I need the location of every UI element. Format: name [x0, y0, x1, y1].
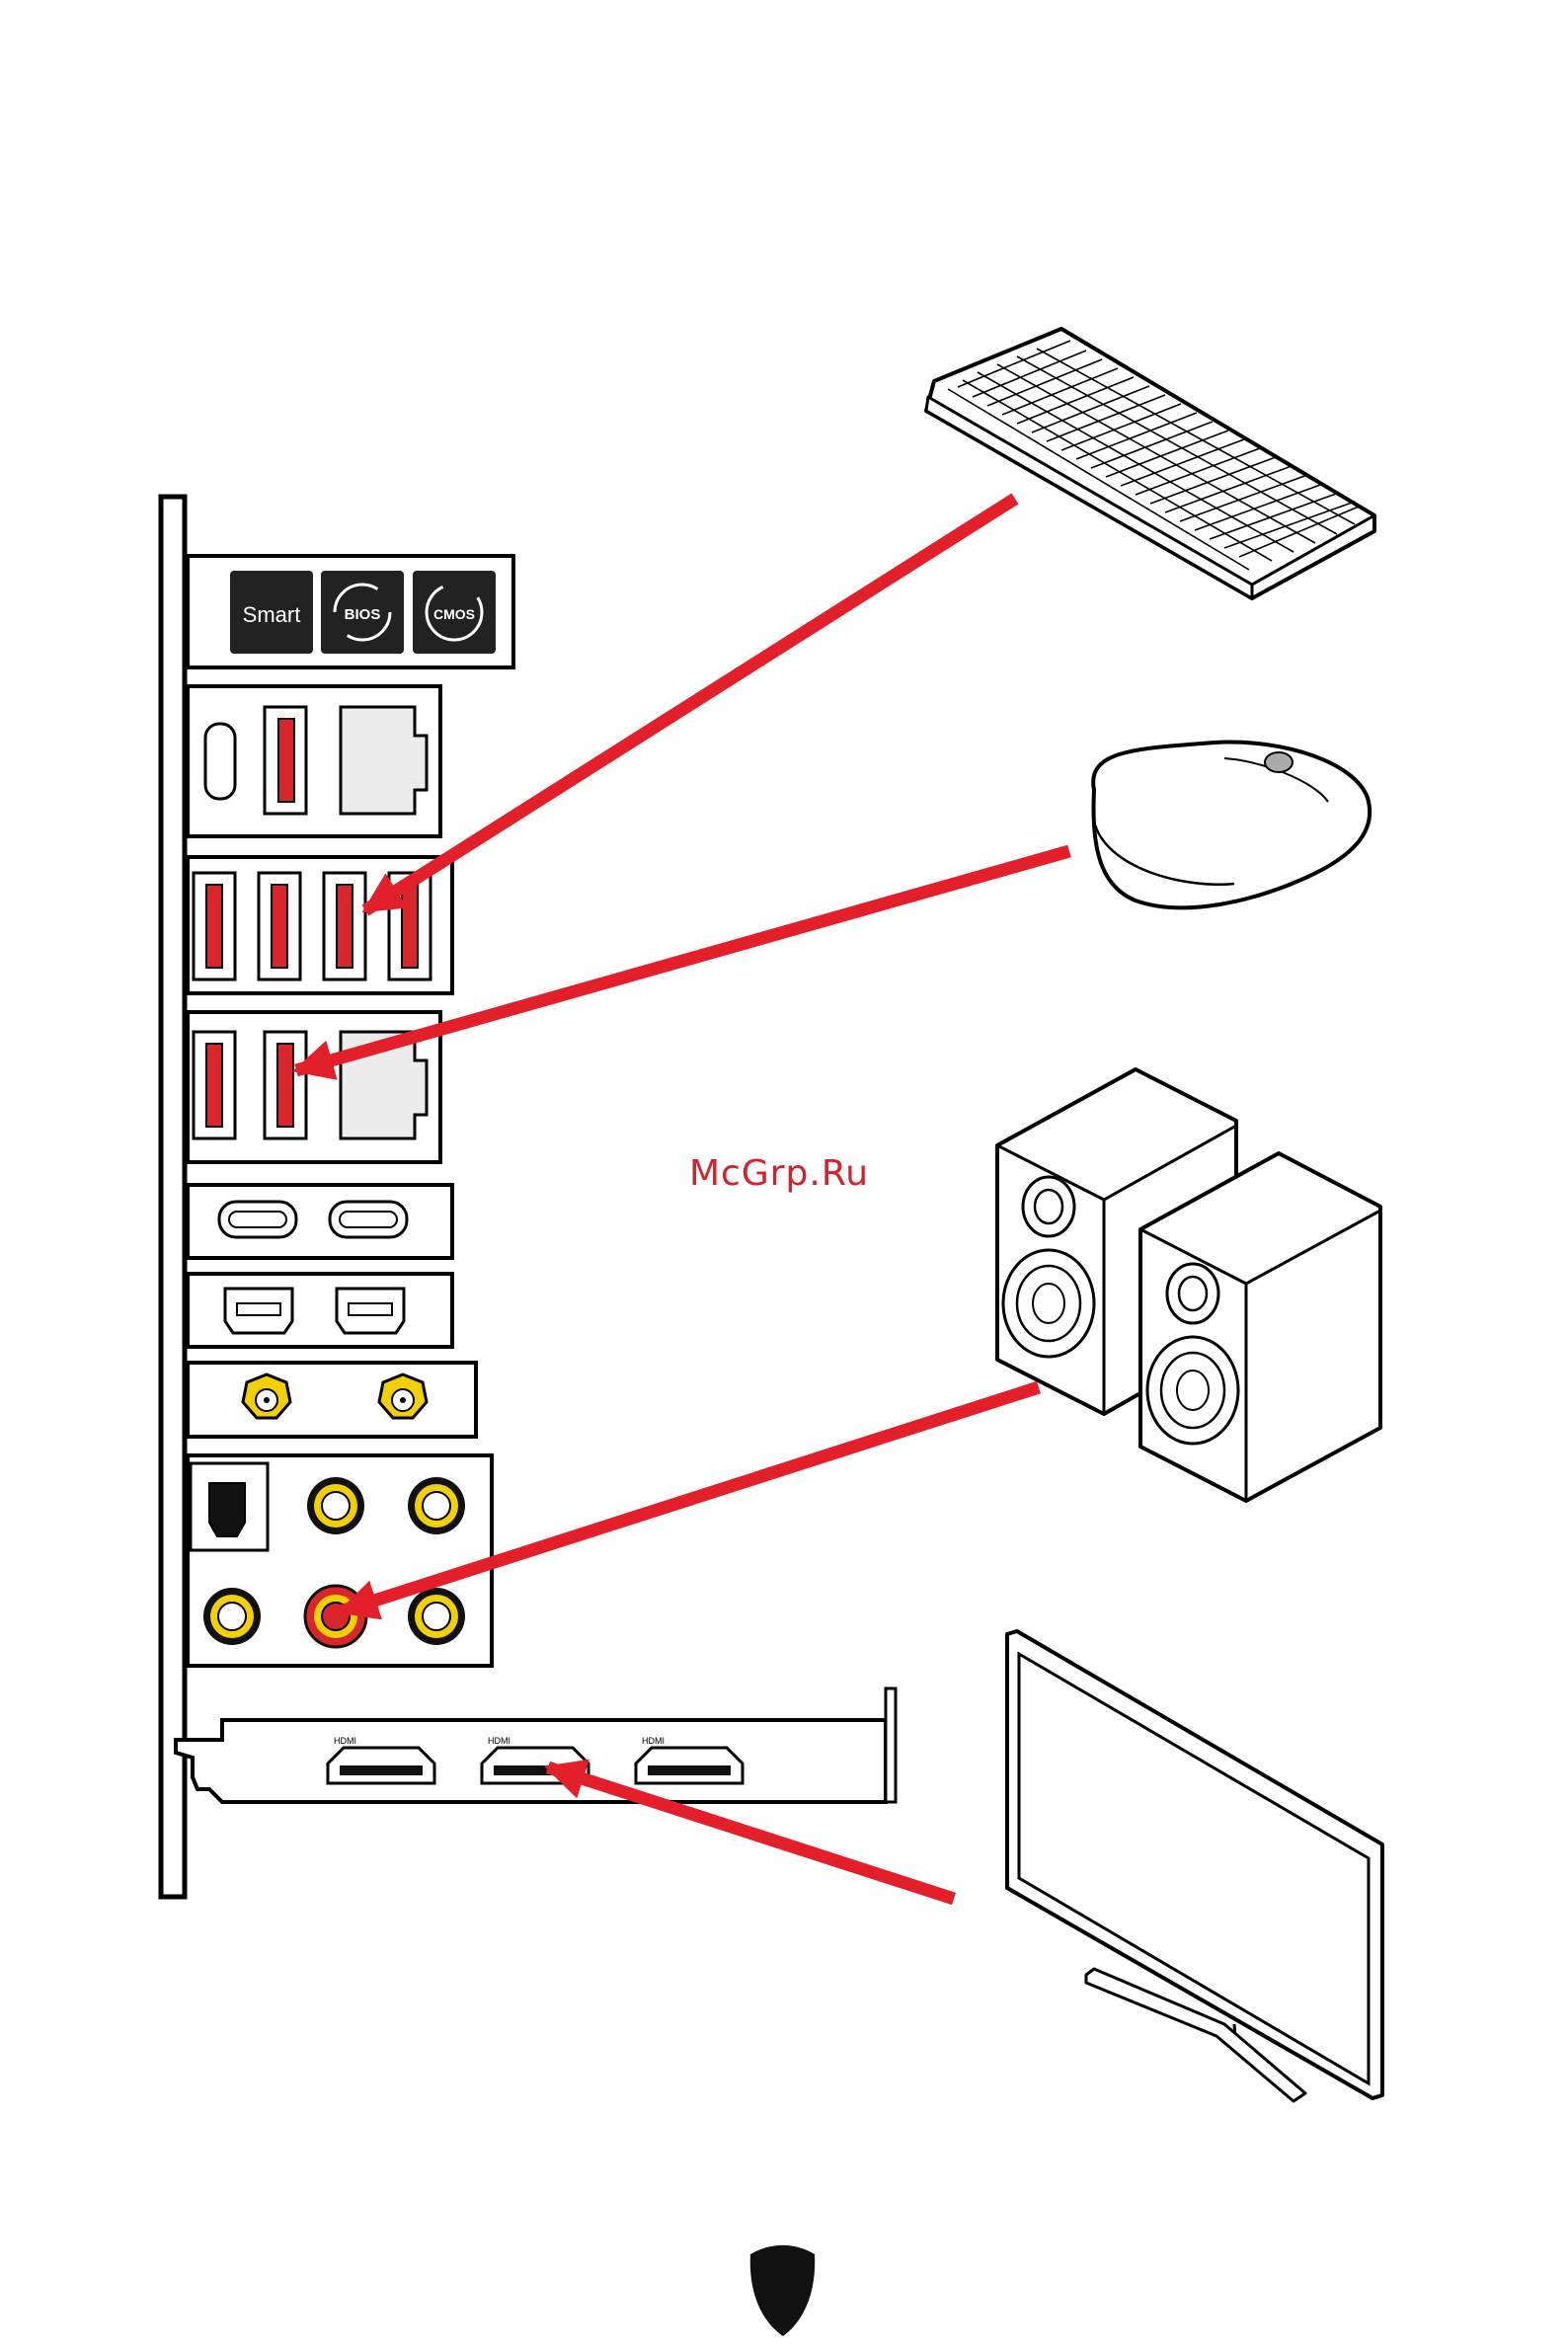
- usb-c-port[interactable]: [205, 724, 235, 799]
- hdmi-port-label: HDMI: [642, 1736, 665, 1746]
- antenna-block: [188, 1363, 476, 1437]
- wifi-antenna-connector[interactable]: [243, 1374, 290, 1418]
- bios-flash-button[interactable]: BIOS: [321, 571, 404, 654]
- audio-jack[interactable]: [203, 1588, 261, 1645]
- io-shield: [161, 497, 185, 1897]
- audio-jack[interactable]: [408, 1588, 465, 1645]
- lan-port[interactable]: [341, 707, 427, 814]
- cmos-button-label: CMOS: [433, 606, 475, 622]
- displayport-block: [188, 1274, 452, 1347]
- wifi-antenna-connector[interactable]: [379, 1374, 427, 1418]
- audio-line-out-jack[interactable]: [305, 1586, 366, 1647]
- smart-button[interactable]: Smart: [230, 571, 313, 654]
- hdmi-port-label: HDMI: [334, 1736, 356, 1746]
- optical-spdif-port[interactable]: [191, 1463, 268, 1550]
- watermark-text: McGrp.Ru: [689, 1153, 869, 1194]
- audio-jack[interactable]: [408, 1477, 465, 1534]
- usb-a-port[interactable]: [194, 873, 235, 980]
- audio-block: [188, 1455, 492, 1666]
- graphics-card-bracket: HDMI HDMI HDMI: [176, 1688, 896, 1802]
- speakers-icon: [997, 1069, 1380, 1501]
- usb-a-port[interactable]: [265, 1032, 306, 1138]
- monitor-icon: [1007, 1631, 1382, 2101]
- usb-a-port[interactable]: [259, 873, 300, 980]
- audio-jack[interactable]: [307, 1477, 364, 1534]
- button-panel: Smart BIOS CMOS: [188, 556, 513, 667]
- msi-shield-icon: [750, 2245, 815, 2336]
- bios-button-label: BIOS: [345, 606, 381, 623]
- usb-lan-block-1: [188, 686, 440, 836]
- hdmi-port-label: HDMI: [488, 1736, 510, 1746]
- mouse-icon: [1093, 743, 1370, 908]
- usb-c-block: [188, 1185, 452, 1258]
- usb-a-port[interactable]: [194, 1032, 235, 1138]
- clear-cmos-button[interactable]: CMOS: [413, 571, 496, 654]
- usb-a-port[interactable]: [324, 873, 365, 980]
- smart-button-label: Smart: [243, 602, 301, 627]
- keyboard-icon: [926, 329, 1374, 598]
